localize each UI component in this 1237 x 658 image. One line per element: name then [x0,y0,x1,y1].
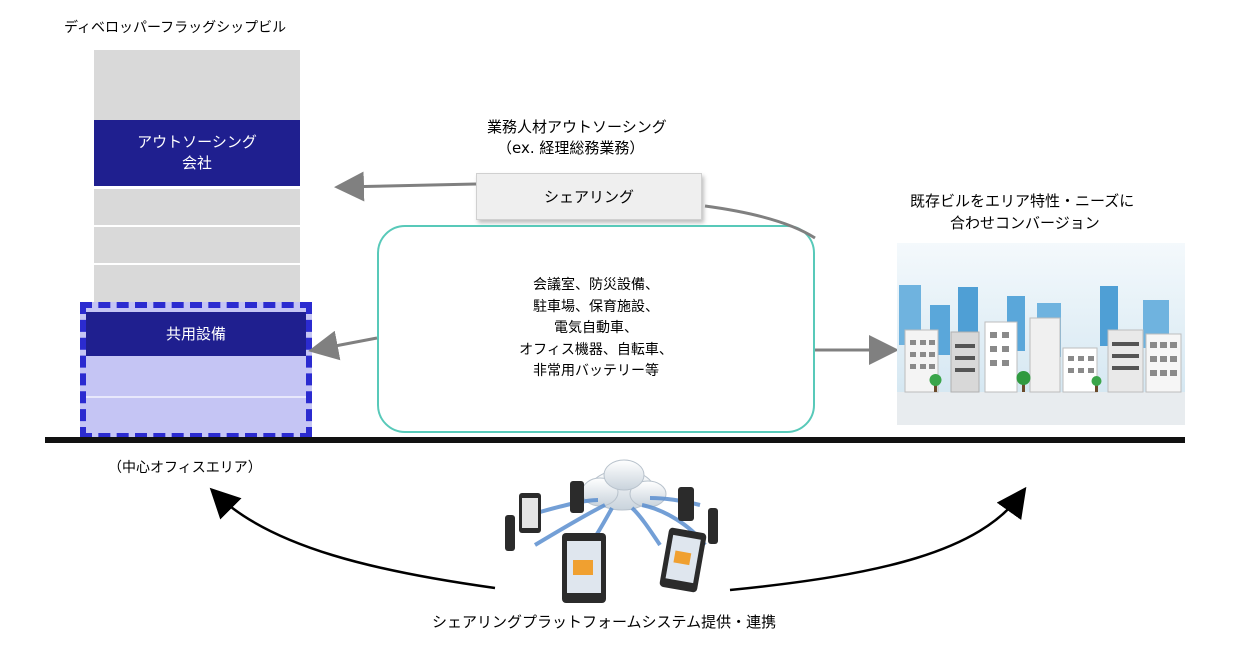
ground-line [45,437,1185,443]
outsourcing-title: 業務人材アウトソーシング [487,118,667,136]
existing-building-label: 既存ビルをエリア特性・ニーズに [910,192,1135,210]
sharing-to-outsourcing-arrow [334,171,477,202]
building-floor [94,50,300,94]
shared-facility-floor: 共用設備 [86,312,306,356]
smartphone-icon [570,481,584,513]
existing-building-illustration [897,243,1185,425]
smartphone-icon [678,487,694,521]
shared-facilities-box: 会議室、防災設備、 駐車場、保育施設、 電気自動車、 オフィス機器、自転車、 非… [377,225,815,433]
smartphone-icon [519,493,541,533]
smartphone-icon [505,515,515,551]
smartphone-icon [708,508,718,544]
platform-left-arrow [209,487,496,590]
building-floor-divider [86,396,306,398]
smartphone-icon [562,533,606,603]
building-floor [94,93,300,121]
developer-building-label: ディベロッパーフラッグシップビル [64,20,287,36]
building-floor [94,189,300,226]
cloud-icon [581,459,667,511]
sharing-input-curve [704,204,816,240]
central-office-area-label: （中心オフィスエリア） [108,460,262,476]
smartphone-icon [659,527,707,593]
platform-label: シェアリングプラットフォームシステム提供・連携 [432,613,777,631]
sharing-box: シェアリング [476,173,702,220]
facilities-to-building-arrow [308,330,378,361]
sharing-platform-illustration [505,459,718,603]
outsourcing-subtitle: （ex. 経理総務業務） [497,139,645,157]
existing-building-sublabel: 合わせコンバージョン [950,214,1100,232]
platform-right-arrow [729,486,1027,592]
outsourcing-company-floor: アウトソーシング 会社 [94,120,300,186]
building-floor [94,227,300,264]
